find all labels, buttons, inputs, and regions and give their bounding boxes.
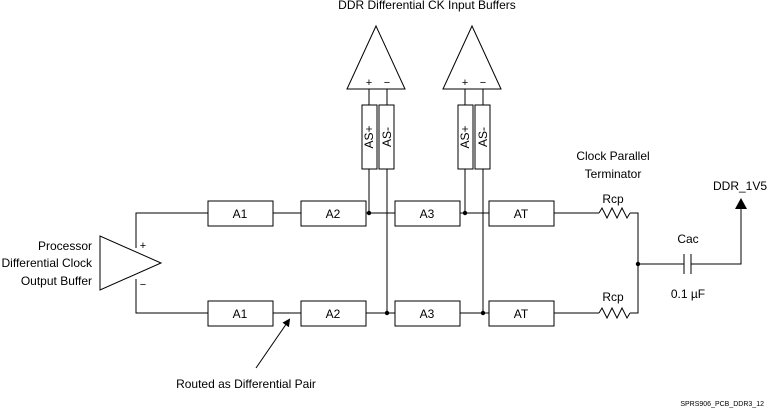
processor-plus-sign: + (140, 240, 146, 252)
figure-id: SPRS906_PCB_DDR3_12 (680, 401, 764, 408)
segment-a2-top: A2 (300, 200, 367, 227)
svg-text:A1: A1 (233, 307, 248, 321)
processor-label-line3: Output Buffer (21, 274, 92, 288)
svg-text:AS+: AS+ (458, 125, 472, 148)
segment-at-top: AT (488, 200, 555, 227)
ddr-input-buffer-2: + − (442, 24, 502, 90)
supply-label: DDR_1V5 (713, 179, 767, 193)
svg-text:AS-: AS- (380, 127, 394, 147)
annotation-label: Routed as Differential Pair (176, 377, 316, 391)
resistor-top (598, 206, 631, 220)
svg-text:AT: AT (514, 307, 529, 321)
terminator-label-line2: Terminator (585, 167, 642, 181)
stub-as-minus-2: AS- (474, 104, 491, 170)
segment-a1-top: A1 (207, 200, 274, 227)
annotation-arrow-icon (255, 318, 291, 369)
svg-text:AS+: AS+ (362, 125, 376, 148)
segment-a3-top: A3 (394, 200, 461, 227)
stub-as-plus-1: AS+ (361, 104, 378, 170)
segment-a2-bottom: A2 (300, 300, 367, 327)
svg-text:A2: A2 (326, 207, 341, 221)
resistor-bottom (598, 306, 631, 320)
processor-minus-sign: − (140, 279, 146, 291)
diagram-title: DDR Differential CK Input Buffers (338, 0, 516, 12)
segment-a3-bottom: A3 (394, 300, 461, 327)
segment-a1-bottom: A1 (207, 300, 274, 327)
svg-text:A1: A1 (233, 207, 248, 221)
capacitor-value: 0.1 µF (671, 287, 705, 301)
buffer1-plus-sign: + (366, 77, 372, 89)
svg-text:A3: A3 (420, 207, 435, 221)
capacitor-label: Cac (677, 232, 698, 246)
buffer2-plus-sign: + (462, 77, 468, 89)
buffer1-minus-sign: − (384, 77, 390, 89)
terminator-label-line1: Clock Parallel (576, 149, 649, 163)
resistor-bottom-label: Rcp (602, 290, 624, 304)
processor-label-line1: Processor (38, 239, 92, 253)
processor-label-line2: Differential Clock (2, 256, 93, 270)
resistor-top-label: Rcp (602, 192, 624, 206)
ddr-input-buffer-1: + − (346, 24, 406, 90)
processor-output-buffer: + − (99, 235, 163, 291)
capacitor (683, 254, 692, 274)
svg-text:A2: A2 (326, 307, 341, 321)
svg-text:AS-: AS- (476, 127, 490, 147)
buffer2-minus-sign: − (480, 77, 486, 89)
svg-text:AT: AT (514, 207, 529, 221)
segment-at-bottom: AT (488, 300, 555, 327)
stub-as-plus-2: AS+ (457, 104, 474, 170)
supply-arrow-icon (735, 198, 747, 209)
svg-text:A3: A3 (420, 307, 435, 321)
stub-as-minus-1: AS- (378, 104, 395, 170)
